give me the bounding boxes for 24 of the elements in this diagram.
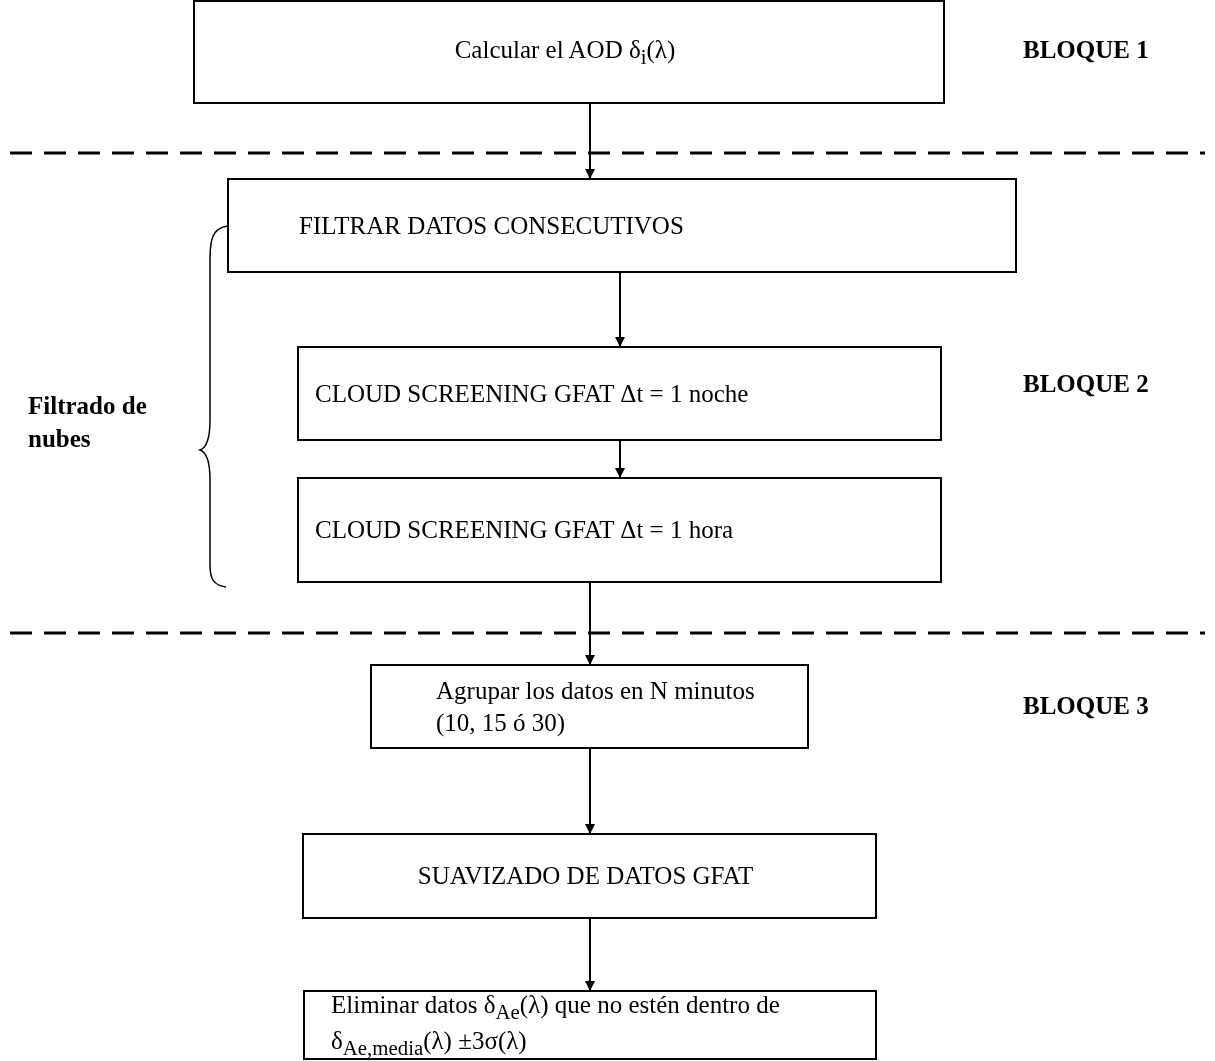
process-box — [370, 664, 809, 749]
process-box — [297, 477, 942, 583]
box-text: Calcular el AOD δ$_{i}$(λ) — [454, 35, 676, 70]
arrow — [615, 272, 625, 347]
process-box — [193, 0, 945, 104]
arrow — [585, 103, 595, 179]
process-box — [302, 833, 877, 919]
process-box — [303, 990, 877, 1060]
box-text: Eliminar datos δ$_{Ae}$(λ) que no estén dentro de δ$_{Ae,media}$(λ) ±3σ(λ) — [331, 989, 781, 1061]
arrow — [585, 582, 595, 665]
box-text: CLOUD SCREENING GFAT Δt = 1 noche — [315, 378, 749, 409]
arrow — [585, 748, 595, 834]
box-text: CLOUD SCREENING GFAT Δt = 1 hora — [315, 515, 734, 546]
block-label: BLOQUE 2 — [1023, 369, 1150, 399]
box-text: FILTRAR DATOS CONSECUTIVOS — [299, 210, 684, 241]
arrow — [585, 918, 595, 991]
block-label: BLOQUE 3 — [1023, 691, 1150, 721]
group-label: Filtrado de nubes — [28, 391, 148, 454]
box-text: Agrupar los datos en N minutos (10, 15 ó 30) — [436, 676, 756, 738]
process-box — [227, 178, 1017, 273]
box-text: SUAVIZADO DE DATOS GFAT — [417, 861, 754, 892]
process-box — [297, 346, 942, 441]
arrow — [615, 440, 625, 478]
block-label: BLOQUE 1 — [1023, 35, 1150, 65]
